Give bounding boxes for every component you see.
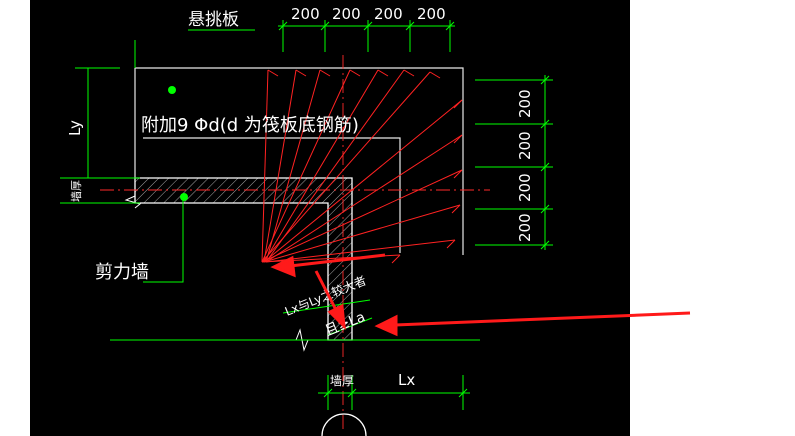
rebar-line <box>265 69 405 263</box>
rebar-hook <box>403 69 415 77</box>
label-cantilever-slab: 悬挑板 <box>188 10 239 30</box>
rebar-line <box>265 239 456 263</box>
rebar-line <box>265 134 463 263</box>
top-dim-1: 200 <box>291 5 320 23</box>
rebar-hook <box>349 69 361 77</box>
rebar-hook <box>377 69 389 77</box>
rebar-hook <box>319 69 331 77</box>
right-dimension-chain <box>475 75 553 250</box>
annotation-arrows <box>270 253 691 337</box>
label-lx: Lx <box>398 371 415 389</box>
rebar-hook <box>453 99 463 109</box>
label-wall-thickness-left: 墙厚 <box>69 180 83 202</box>
rebar-line <box>265 69 321 263</box>
rebar-line <box>261 71 431 263</box>
top-dim-2: 200 <box>332 5 361 23</box>
arrow-short <box>314 270 338 311</box>
label-extra-rebar: 附加9 Φd(d 为筏板底钢筋) <box>141 115 359 136</box>
rebar-line <box>263 69 297 263</box>
top-dimension-chain <box>278 20 455 52</box>
label-shear-wall: 剪力墙 <box>95 262 149 283</box>
rebar-line <box>261 169 463 263</box>
rebar-hook <box>453 169 463 179</box>
marker-dot-slab <box>168 86 176 94</box>
rebar-hook <box>429 71 441 79</box>
label-wall-thickness-bottom: 墙厚 <box>330 374 354 388</box>
rebar-hook <box>453 134 463 144</box>
axis-lines <box>60 29 480 341</box>
arrow-to-rebar-fan <box>289 253 386 268</box>
right-dim-4: 200 <box>516 213 534 242</box>
top-dim-3: 200 <box>374 5 403 23</box>
rebar-hook <box>295 69 307 77</box>
rebar-hook <box>446 239 456 249</box>
axis-bubble <box>321 413 367 436</box>
slab-outline <box>134 67 464 255</box>
label-ly: Ly <box>66 120 84 136</box>
rebar-line <box>261 69 351 263</box>
rebar-hook <box>451 204 461 214</box>
right-dim-1: 200 <box>516 89 534 118</box>
diagonal-dimension <box>282 299 373 336</box>
rebar-hook <box>391 254 401 264</box>
rebar-line <box>263 69 379 263</box>
rebar-hook <box>267 69 279 77</box>
right-dim-3: 200 <box>516 173 534 202</box>
rebar-line <box>261 69 269 263</box>
top-dim-4: 200 <box>417 5 446 23</box>
bottom-dimension-chain <box>318 375 470 410</box>
right-dim-2: 200 <box>516 131 534 160</box>
rebar-line <box>263 99 463 263</box>
corner-rebar-fan <box>261 69 463 264</box>
rebar-line <box>263 204 461 263</box>
arrow-to-la <box>394 311 691 327</box>
marker-dot-wall <box>180 193 188 201</box>
